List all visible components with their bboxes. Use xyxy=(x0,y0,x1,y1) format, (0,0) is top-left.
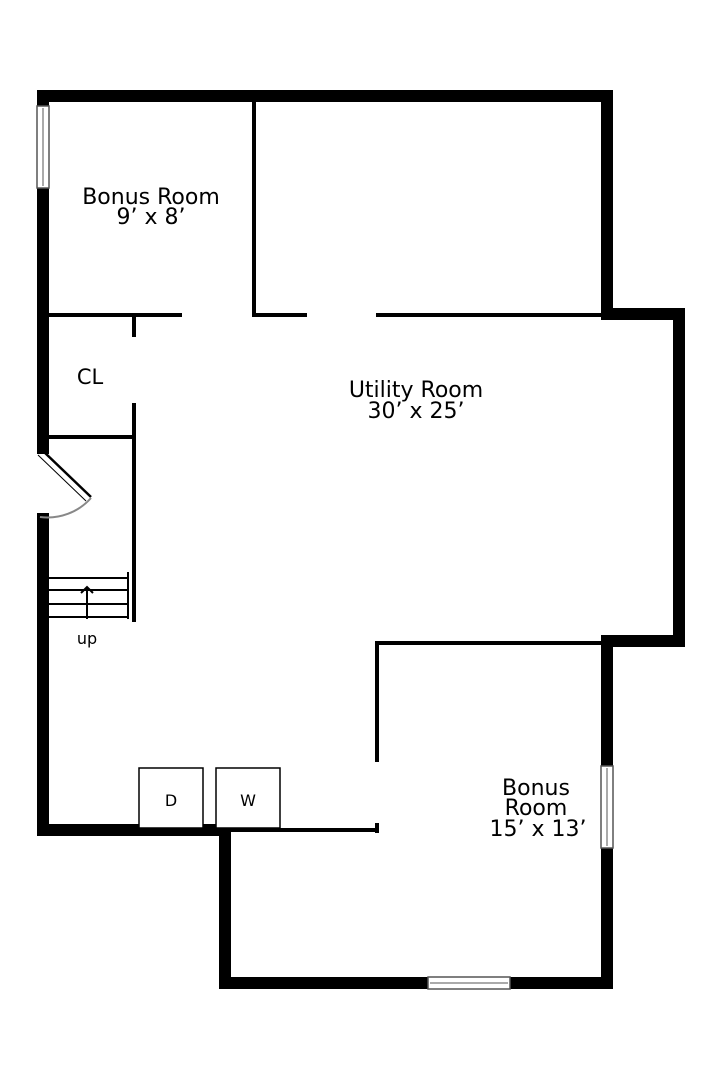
bonus-room-top-dims: 9’ x 8’ xyxy=(117,205,186,230)
exterior-walls xyxy=(37,90,685,989)
door-leaf xyxy=(42,450,92,498)
utility-room-name: Utility Room xyxy=(349,378,483,403)
entry-door xyxy=(37,450,92,519)
laundry-appliances xyxy=(138,767,281,829)
windows xyxy=(36,105,614,990)
stair-arrow-head xyxy=(80,585,94,594)
interior-walls xyxy=(47,98,605,833)
bonus-room-bottom-dims: 15’ x 13’ xyxy=(490,817,587,842)
utility-room-dims: 30’ x 25’ xyxy=(368,399,465,424)
closet-label: CL xyxy=(77,365,104,389)
washer-label: W xyxy=(240,791,256,810)
washer xyxy=(215,767,281,829)
stairs-label: up xyxy=(77,629,97,648)
exterior-wall-upper xyxy=(37,90,685,989)
door-swing-arc xyxy=(39,497,92,519)
bonus-room-bottom-line1: Bonus xyxy=(502,776,570,801)
dryer-label: D xyxy=(165,791,177,810)
bonus-room-top-name: Bonus Room xyxy=(82,185,220,210)
stairs xyxy=(49,572,129,619)
bonus-room-bottom-line2: Room xyxy=(505,796,568,821)
door-leaf-inner xyxy=(37,454,87,502)
dryer xyxy=(138,767,204,829)
